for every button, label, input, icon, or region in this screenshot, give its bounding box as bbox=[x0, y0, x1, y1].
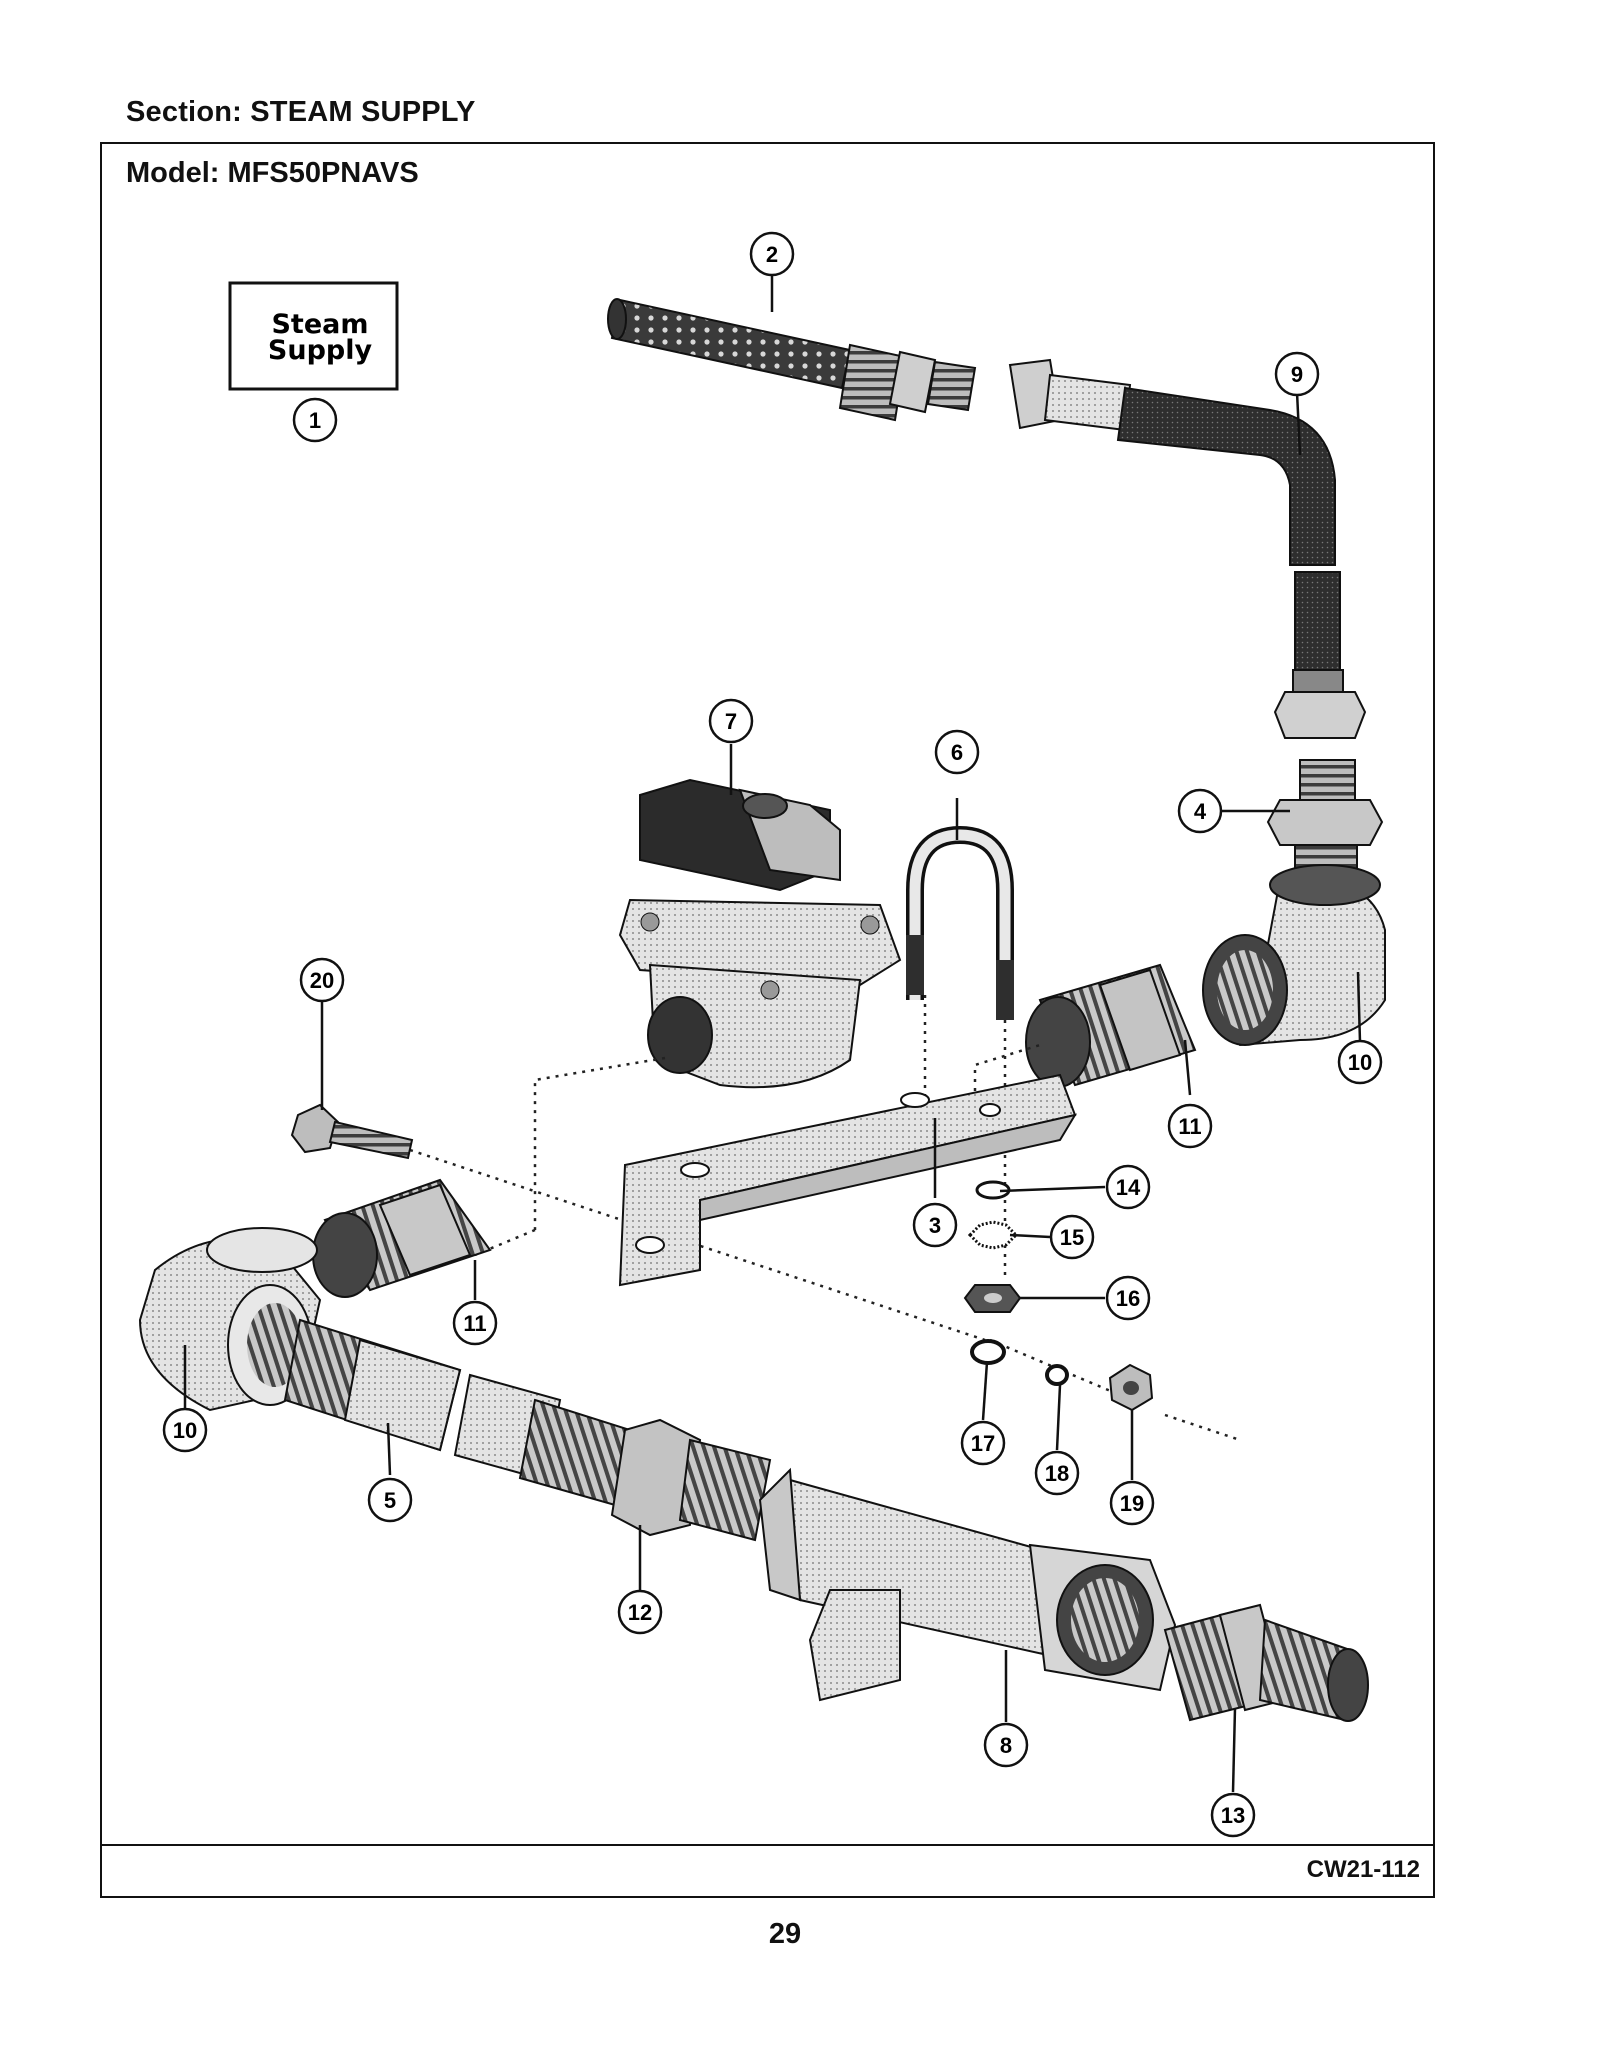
part-18-lock-washer bbox=[1045, 1364, 1069, 1386]
drawing-code: CW21-112 bbox=[1306, 1856, 1420, 1883]
part-7-solenoid-valve bbox=[618, 778, 902, 1089]
label-box-line2: Supply bbox=[268, 335, 373, 366]
svg-text:10: 10 bbox=[1348, 1050, 1372, 1075]
leader-lines bbox=[183, 274, 1362, 1793]
callout-20: 20 bbox=[299, 957, 345, 1003]
callout-5: 5 bbox=[367, 1477, 413, 1523]
callout-10-left: 10 bbox=[162, 1407, 208, 1453]
part-3-bracket bbox=[618, 1073, 1078, 1287]
svg-text:11: 11 bbox=[463, 1311, 486, 1336]
part-4-nipple bbox=[1266, 759, 1384, 874]
svg-text:18: 18 bbox=[1045, 1461, 1069, 1486]
svg-text:4: 4 bbox=[1194, 799, 1207, 824]
callout-11-left: 11 bbox=[452, 1300, 498, 1346]
model-title: Model: MFS50PNAVS bbox=[126, 157, 419, 189]
part-8-strainer-body bbox=[758, 1467, 1177, 1702]
callout-8: 8 bbox=[983, 1722, 1029, 1768]
svg-text:1: 1 bbox=[309, 408, 321, 433]
part-12-coupling bbox=[610, 1418, 772, 1542]
parts-17-18-19-hardware bbox=[970, 1339, 1154, 1412]
part-17-washer bbox=[970, 1339, 1006, 1365]
callout-15: 15 bbox=[1049, 1214, 1095, 1260]
svg-text:11: 11 bbox=[1178, 1114, 1201, 1139]
callout-19: 19 bbox=[1109, 1480, 1155, 1526]
callout-11-right: 11 bbox=[1167, 1103, 1213, 1149]
svg-text:9: 9 bbox=[1291, 362, 1303, 387]
callout-6: 6 bbox=[934, 729, 980, 775]
diagram-frame bbox=[100, 142, 1435, 1898]
callout-10-right: 10 bbox=[1337, 1039, 1383, 1085]
part-11-nipple-right bbox=[1025, 963, 1197, 1088]
callout-1: 1 bbox=[292, 397, 338, 443]
page-number: 29 bbox=[768, 1918, 802, 1950]
part-11-nipple-left bbox=[312, 1178, 492, 1298]
svg-text:8: 8 bbox=[1000, 1733, 1012, 1758]
callout-7: 7 bbox=[708, 698, 754, 744]
svg-text:2: 2 bbox=[766, 242, 778, 267]
callout-13: 13 bbox=[1210, 1792, 1256, 1838]
part-13-nipple bbox=[1163, 1603, 1369, 1722]
svg-text:17: 17 bbox=[971, 1431, 995, 1456]
label-box-line1: Steam bbox=[271, 309, 368, 340]
svg-text:3: 3 bbox=[929, 1213, 941, 1238]
svg-text:16: 16 bbox=[1116, 1286, 1140, 1311]
part-15-lock-washer bbox=[967, 1220, 1019, 1250]
svg-text:6: 6 bbox=[951, 740, 963, 765]
svg-text:15: 15 bbox=[1060, 1225, 1084, 1250]
callout-12: 12 bbox=[617, 1589, 663, 1635]
svg-text:20: 20 bbox=[310, 968, 334, 993]
svg-text:7: 7 bbox=[725, 709, 737, 734]
part-2-strainer bbox=[607, 298, 977, 422]
footer-divider bbox=[100, 1844, 1435, 1846]
callout-18: 18 bbox=[1034, 1450, 1080, 1496]
svg-text:5: 5 bbox=[384, 1488, 396, 1513]
callout-17: 17 bbox=[960, 1420, 1006, 1466]
parts-14-15-16-hardware bbox=[963, 1180, 1022, 1313]
callout-3: 3 bbox=[912, 1202, 958, 1248]
part-20-bolt bbox=[290, 1103, 414, 1160]
callout-9: 9 bbox=[1274, 351, 1320, 397]
section-title: Section: STEAM SUPPLY bbox=[126, 96, 476, 128]
callout-16: 16 bbox=[1105, 1275, 1151, 1321]
steam-supply-label-box: Steam Supply bbox=[228, 281, 399, 391]
part-5-pipe bbox=[283, 1318, 632, 1507]
callout-4: 4 bbox=[1177, 788, 1223, 834]
svg-text:10: 10 bbox=[173, 1418, 197, 1443]
callout-14: 14 bbox=[1105, 1164, 1151, 1210]
callouts: 1 2 3 4 5 6 7 8 9 10 10 11 11 12 13 14 1… bbox=[162, 231, 1383, 1838]
svg-text:12: 12 bbox=[628, 1600, 652, 1625]
part-9-elbow-pipe bbox=[1008, 358, 1367, 739]
svg-text:13: 13 bbox=[1221, 1803, 1245, 1828]
callout-2: 2 bbox=[749, 231, 795, 277]
svg-text:14: 14 bbox=[1116, 1175, 1141, 1200]
svg-text:19: 19 bbox=[1120, 1491, 1144, 1516]
part-10-elbow-right bbox=[1202, 864, 1386, 1047]
part-6-u-bolt bbox=[906, 825, 1014, 1020]
